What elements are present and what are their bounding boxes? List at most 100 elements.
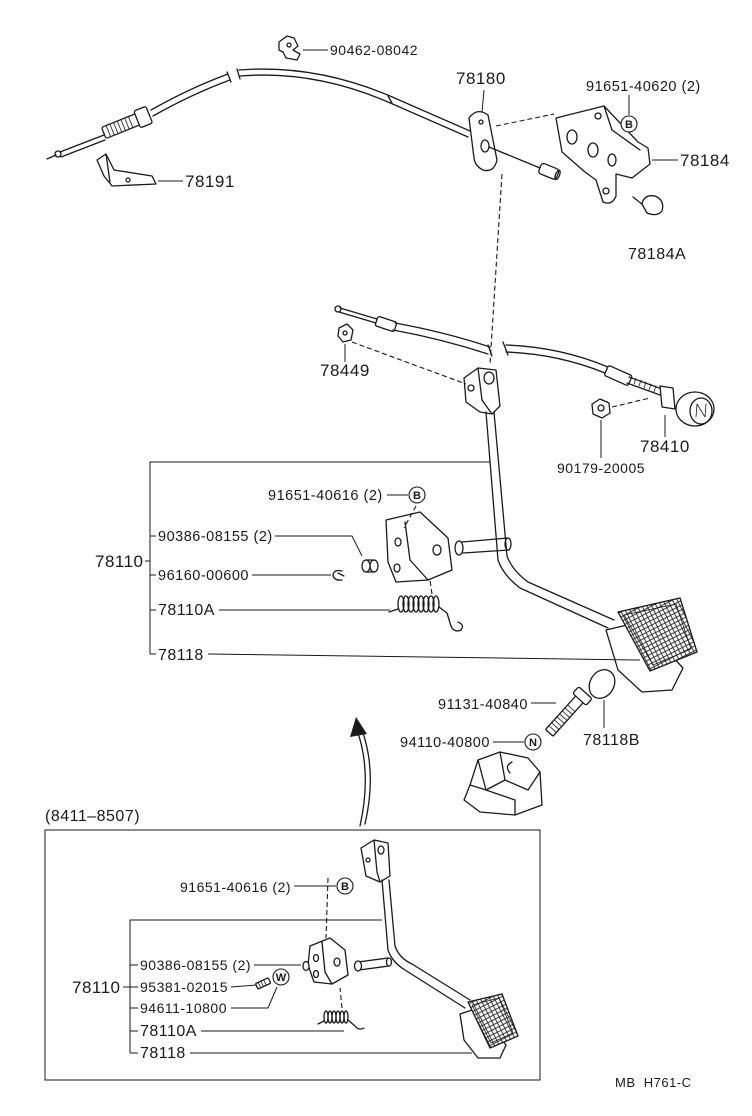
pedal-lever-top-bracket <box>463 367 501 415</box>
cable-sheath-front <box>150 73 231 117</box>
label-inset-period: (8411–8507) <box>45 808 140 825</box>
mount-bracket-hole-2 <box>587 142 599 158</box>
inset-lever-top-hole <box>377 845 385 855</box>
inset-bracket-fold <box>321 941 333 985</box>
label-inset-lever: 78118 <box>140 1045 186 1062</box>
symbol-b-circle <box>408 486 426 504</box>
dash-cable-to-pedal <box>489 173 503 365</box>
label-hand-throttle: 78410 <box>640 437 690 456</box>
symbol-b-letter: B <box>625 119 633 131</box>
label-pedal-clip: 96160-00600 <box>158 568 249 584</box>
inset-bracket-hole-1 <box>312 953 320 963</box>
inset-screw-body <box>255 977 272 990</box>
pedal-pad <box>617 597 698 672</box>
arrow-head <box>350 717 367 737</box>
inset-dash-spring <box>339 987 343 1009</box>
hand-throttle-thread <box>633 377 657 393</box>
label-mount-bolt: 91651-40620 (2) <box>586 79 701 95</box>
pedal-bracket-fold <box>404 521 429 581</box>
label-pedal-bolt: 91651-40616 (2) <box>268 488 383 504</box>
cable-sheath-rear <box>238 68 471 138</box>
leader-cable <box>481 89 485 113</box>
dash-clip-to-pedal <box>351 341 467 385</box>
clip-body <box>332 569 345 581</box>
leader-pedal-lever <box>207 653 641 661</box>
cable-inner-rod <box>59 134 106 158</box>
dash-nut-to-knob <box>611 397 651 408</box>
label-stopper: 78118B <box>583 732 640 749</box>
inset-bracket-hole-3 <box>312 969 320 979</box>
support-bracket-body <box>96 153 157 187</box>
leader-pedal-bushing <box>275 535 363 557</box>
pedal-labels: 91651-40616 (2) 90386-08155 (2) 78110 96… <box>95 488 640 751</box>
pedal-bracket-hole-1 <box>394 537 402 547</box>
spring-coil <box>407 595 415 613</box>
inset-leader-lines <box>123 877 472 1054</box>
label-inset-spring: 78110A <box>140 1023 197 1040</box>
label-pedal-lever: 78118 <box>158 647 204 664</box>
label-inset-washer: 94611-10800 <box>140 1000 227 1016</box>
inset-frame <box>44 829 541 1081</box>
spring-coil <box>432 595 440 613</box>
link-cable-end <box>334 305 342 313</box>
figure-code: MB H761-C <box>615 1075 692 1090</box>
symbol-n-pedal: N <box>524 733 542 751</box>
pedal-group-bracket <box>149 461 490 654</box>
cable-clip-hole <box>286 42 292 48</box>
floor-stop-block <box>463 751 543 816</box>
hand-throttle-assembly <box>502 341 715 427</box>
pedal-bracket-hole-2 <box>432 544 442 556</box>
symbol-b-upper: B <box>620 115 638 133</box>
inset-bushing-body <box>302 960 310 972</box>
link-clip-hole <box>342 330 348 336</box>
pedal-lever-top-fold <box>477 367 493 415</box>
inset-lever-arm <box>381 879 471 1009</box>
symbol-b-letter: B <box>413 490 421 502</box>
pivot-pin-shaft <box>461 537 510 554</box>
link-clip-body <box>337 323 354 343</box>
inset-return-spring <box>317 1010 365 1030</box>
inset-spring-arm-left <box>317 1020 325 1025</box>
pedal-bushing <box>361 559 379 573</box>
bracket-cap <box>632 195 664 216</box>
label-inset-screw: 95381-02015 <box>140 979 228 995</box>
spring-arm-left <box>388 608 399 613</box>
stop-block-edge <box>469 751 541 816</box>
label-mount-bracket: 78184 <box>680 151 730 170</box>
hand-throttle-fitting <box>604 365 633 386</box>
cable-sheath-break <box>226 68 241 83</box>
stop-block-body <box>463 751 543 816</box>
stop-bolt-body <box>545 686 592 737</box>
pedal-clip <box>332 569 345 581</box>
symbol-w-circle <box>272 968 290 986</box>
label-pedal-assembly: 78110 <box>95 552 144 571</box>
spring-coil <box>417 595 425 613</box>
inset-bushing <box>302 960 310 972</box>
bushing-rear <box>369 559 379 573</box>
link-clip <box>337 323 354 343</box>
label-inset-bolt: 91651-40616 (2) <box>180 879 291 895</box>
label-bracket-cap: 78184A <box>628 246 686 263</box>
direction-arrow <box>350 717 371 827</box>
leader-lines <box>145 49 678 743</box>
pedal-lever-arm <box>485 411 615 629</box>
pedal-lever-top-hole <box>483 371 495 385</box>
link-cable-fitting <box>374 316 398 332</box>
spring-coil <box>427 595 435 613</box>
inset-dash-bolt <box>325 877 329 939</box>
cable-bracket-hole <box>480 139 490 153</box>
pedal-bracket-hole-3 <box>393 563 401 573</box>
inset-leader-washer <box>231 986 278 1009</box>
pedal-return-spring <box>388 595 464 632</box>
label-pedal-bushing: 90386-08155 (2) <box>158 529 273 545</box>
label-inset-assembly: 78110 <box>72 978 121 997</box>
spring-coil <box>397 595 405 613</box>
pedal-pad-rim <box>623 603 692 666</box>
hand-throttle-sheath <box>505 344 609 374</box>
symbol-n-circle <box>524 733 542 751</box>
label-stop-nut: 94110-40800 <box>400 735 490 751</box>
pedal-lever-side-hole <box>467 384 475 392</box>
label-cable-clip: 90462-08042 <box>330 42 418 58</box>
pedal-bracket-body <box>385 511 453 583</box>
